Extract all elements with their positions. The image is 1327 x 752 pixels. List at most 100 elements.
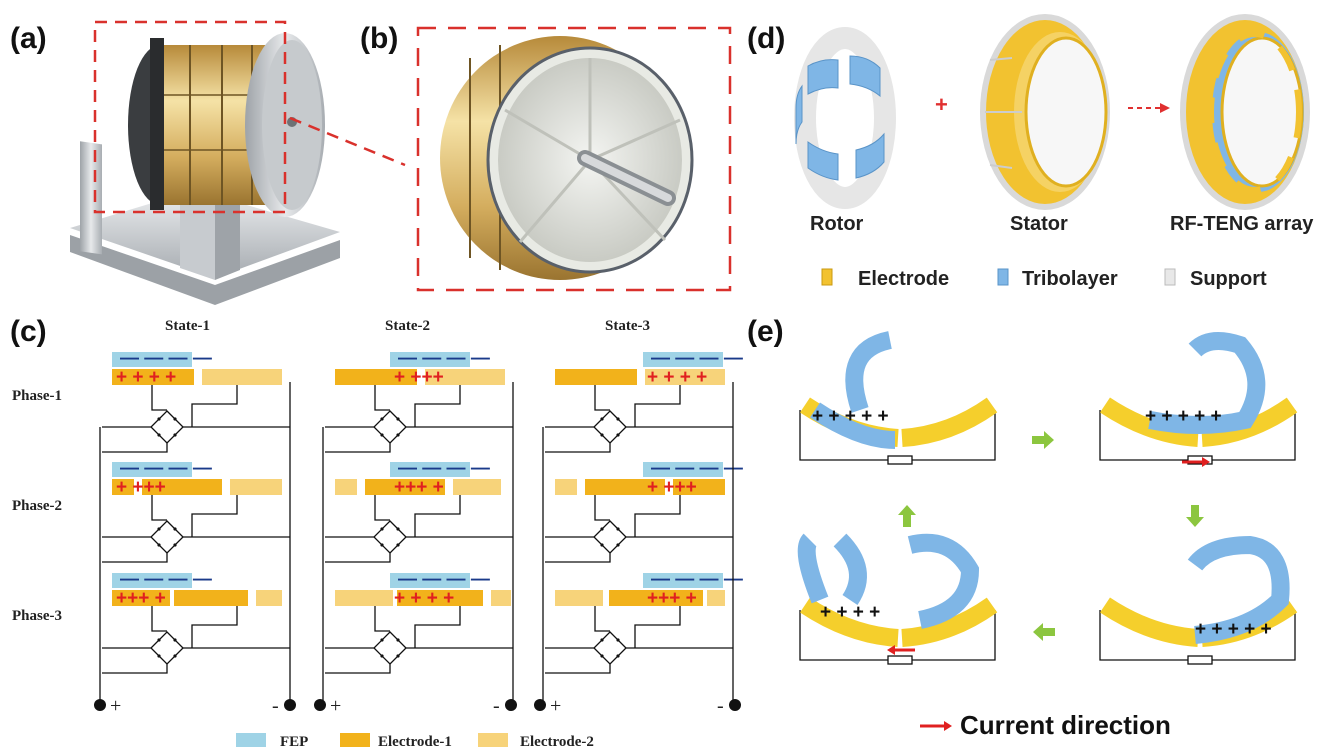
tribolayer-arc (810, 331, 896, 449)
rectifier-bridge (373, 631, 407, 665)
label-rf-teng-array: RF-TENG array (1170, 213, 1314, 235)
legend-label-support: Support (1190, 268, 1267, 290)
flow-arrow (1032, 431, 1054, 449)
terminal-pos-2: + (330, 695, 341, 717)
wire (594, 495, 610, 521)
flow-arrow-head (1186, 517, 1204, 527)
electrode-segment (335, 369, 417, 385)
diode (600, 638, 604, 642)
tribolayer-arc-2 (833, 533, 867, 605)
fep-layer (643, 573, 723, 588)
device-illustration (70, 20, 406, 305)
flow-arrow (1033, 623, 1055, 641)
charge-label: + +++ (394, 367, 444, 388)
rectifier-bridge (150, 631, 184, 665)
charge-label: — — — — (120, 348, 212, 369)
electrode-segment (256, 590, 282, 606)
fep-layer (390, 352, 470, 367)
phase-circuits: — — — —+ + + +— — — —+ +++— — — —+++ +— … (99, 348, 743, 705)
electrode-segment (555, 479, 577, 495)
fep-layer (390, 462, 470, 477)
diode (616, 638, 620, 642)
fep-layer (112, 462, 192, 477)
current-direction-label: Current direction (960, 710, 1171, 740)
fep-layer (643, 352, 723, 367)
charge-label: — — — — (651, 348, 743, 369)
terminal-neg-1: - (272, 695, 279, 717)
electrode-segment (397, 590, 483, 606)
wire (374, 606, 390, 632)
terminal-neg-3: - (717, 695, 724, 717)
electrode-left (800, 597, 899, 647)
charge-plus: + + + + + (1145, 406, 1222, 427)
triboelectric-cycle-diagram: + + + + + + + + + + + + + + + + + + + (797, 331, 1298, 665)
rectifier-bridge (373, 410, 407, 444)
phase-1-label: Phase-1 (12, 388, 62, 404)
flow-arrow-body (1032, 436, 1044, 444)
state-1-label: State-1 (165, 318, 210, 334)
electrode-segment (555, 369, 637, 385)
diode (380, 543, 384, 547)
panel-label-c: (c) (10, 315, 47, 348)
diode (157, 543, 161, 547)
state-2-label: State-2 (385, 318, 430, 334)
fep-layer (112, 352, 192, 367)
wire (634, 606, 681, 648)
current-direction-legend: Current direction (920, 710, 1171, 740)
wire (545, 664, 611, 674)
circuit-state-2-phase-2: — — — —+++ + (325, 458, 513, 563)
tribolayer-arc (1148, 332, 1266, 434)
charge-label: — — — — (651, 569, 743, 590)
diode (396, 527, 400, 531)
diode (616, 417, 620, 421)
charge-plus: + + + + + (1195, 619, 1272, 640)
legend-label-tribolayer: Tribolayer (1022, 268, 1118, 290)
wire (325, 664, 391, 674)
legend-label-fep: FEP (280, 734, 308, 750)
diode (600, 654, 604, 658)
electrode-segment (112, 479, 134, 495)
diode (380, 527, 384, 531)
terminal-pos-1: + (110, 695, 121, 717)
circuit-state-2-phase-3: — — — —+ + + + (325, 569, 513, 674)
diode (396, 417, 400, 421)
legend-swatch-tribolayer (997, 268, 1009, 286)
flow-arrow-body (1191, 505, 1199, 517)
diode (173, 654, 177, 658)
legend-swatch-support (1164, 268, 1176, 286)
current-arrow-head (887, 645, 895, 655)
diode (173, 433, 177, 437)
wire (374, 385, 390, 411)
circuit-state-3-phase-1: — — — —+ + + + (545, 348, 743, 453)
electrode-segment (707, 590, 725, 606)
rails-state-3 (542, 382, 734, 705)
diode (616, 654, 620, 658)
circuit-state-1-phase-2: — — — —+ +++ (102, 458, 290, 563)
wire (414, 385, 461, 427)
charge-plus: + + + + + (812, 406, 889, 427)
fep-layer (390, 573, 470, 588)
wire (102, 553, 168, 563)
panel-label-b: (b) (360, 22, 399, 55)
label-stator: Stator (1010, 213, 1068, 235)
wire (191, 606, 238, 648)
wire (374, 495, 390, 521)
charge-label: +++ + (647, 588, 697, 609)
wire (151, 385, 167, 411)
wire (545, 553, 611, 563)
legend-swatch-electrode-2 (478, 733, 508, 747)
plus-sign: + (935, 92, 948, 117)
electrode-segment (174, 590, 248, 606)
rectifier-bridge (593, 520, 627, 554)
charge-label: — — — — (651, 458, 743, 479)
wire (634, 495, 681, 537)
terminal-pos-3: + (550, 695, 561, 717)
legend-label-electrode: Electrode (858, 268, 949, 290)
diode (157, 638, 161, 642)
rectifier-bridge (150, 520, 184, 554)
terminals: + - + - + - (94, 695, 741, 717)
resistor (887, 655, 913, 665)
charge-label: + + + + (394, 588, 454, 609)
charge-plus: + + + + (820, 602, 880, 623)
